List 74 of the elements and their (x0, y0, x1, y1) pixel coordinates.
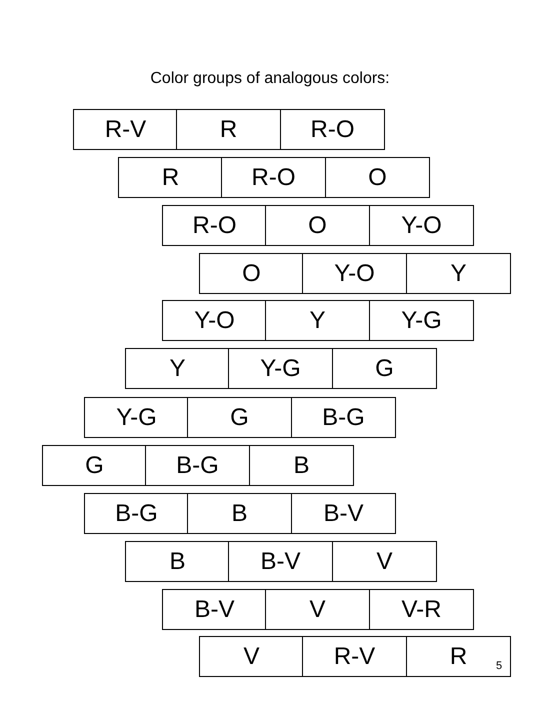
color-group-cell (302, 636, 407, 677)
color-group-cell (228, 541, 333, 582)
color-name: G (375, 354, 394, 382)
color-name: Y (169, 354, 186, 382)
color-group-cell (249, 445, 354, 486)
color-name: V (243, 642, 260, 670)
color-name: Y-G (401, 306, 442, 334)
color-group-cell (125, 348, 230, 389)
color-name: B-V (194, 596, 234, 624)
color-name: Y-G (116, 404, 157, 432)
color-group-cell (332, 541, 437, 582)
color-name: Y-G (260, 354, 301, 382)
color-name: R (162, 164, 180, 192)
color-group-cell (291, 397, 396, 438)
color-name: V (309, 596, 326, 624)
color-name: O (368, 164, 387, 192)
color-name: Y-O (334, 260, 375, 288)
color-group-cell (199, 636, 304, 677)
color-name: R-O (252, 164, 296, 192)
color-name: B-G (115, 500, 158, 528)
color-name: R-O (192, 212, 236, 240)
color-group-cell (42, 445, 147, 486)
color-group-cell (369, 589, 474, 630)
color-name: V-R (401, 596, 442, 624)
color-name: O (242, 260, 261, 288)
color-name: B-V (260, 548, 300, 576)
color-name: B-V (323, 500, 364, 528)
color-group-cell (187, 397, 292, 438)
color-group-cell (118, 157, 223, 198)
color-name: B-G (322, 404, 365, 432)
color-group-cell (369, 205, 474, 246)
title: Color groups of analogous colors: (149, 70, 391, 88)
color-group-cell (162, 300, 267, 341)
color-group-cell (291, 493, 396, 534)
color-group-cell (332, 348, 437, 389)
color-name: R-V (104, 116, 146, 144)
color-group-cell (199, 253, 304, 294)
color-group-cell (228, 348, 333, 389)
color-group-cell (187, 493, 292, 534)
color-name: Y-O (194, 306, 235, 334)
color-group-cell (84, 397, 189, 438)
color-group-cell (84, 493, 189, 534)
color-group-cell (162, 205, 267, 246)
color-group-cell (176, 109, 281, 150)
color-name: Y (450, 260, 466, 288)
color-name: R-O (310, 116, 354, 144)
color-group-cell (302, 253, 407, 294)
color-group-cell (406, 636, 511, 677)
color-name: R-V (334, 642, 376, 670)
color-name: O (308, 212, 327, 240)
color-group-cell (280, 109, 385, 150)
color-group-cell (265, 205, 370, 246)
color-group-cell (221, 157, 326, 198)
color-group-cell (406, 253, 511, 294)
color-name: R (220, 116, 238, 144)
color-group-cell (145, 445, 250, 486)
color-group-cell (265, 300, 370, 341)
color-group-cell (325, 157, 430, 198)
color-name: B (169, 548, 186, 576)
color-group-cell (162, 589, 267, 630)
color-name: B-G (176, 452, 219, 480)
color-group-cell (265, 589, 370, 630)
page-number: 5 (496, 660, 502, 672)
color-name: G (230, 404, 249, 432)
color-name: Y-O (401, 212, 442, 240)
color-group-cell (125, 541, 230, 582)
color-group-cell (369, 300, 474, 341)
color-name: B (231, 500, 248, 528)
color-name: G (85, 452, 104, 480)
color-name: V (376, 548, 392, 576)
color-name: B (293, 452, 310, 480)
color-name: R (450, 642, 468, 670)
color-name: Y (309, 306, 326, 334)
color-group-cell (73, 109, 178, 150)
